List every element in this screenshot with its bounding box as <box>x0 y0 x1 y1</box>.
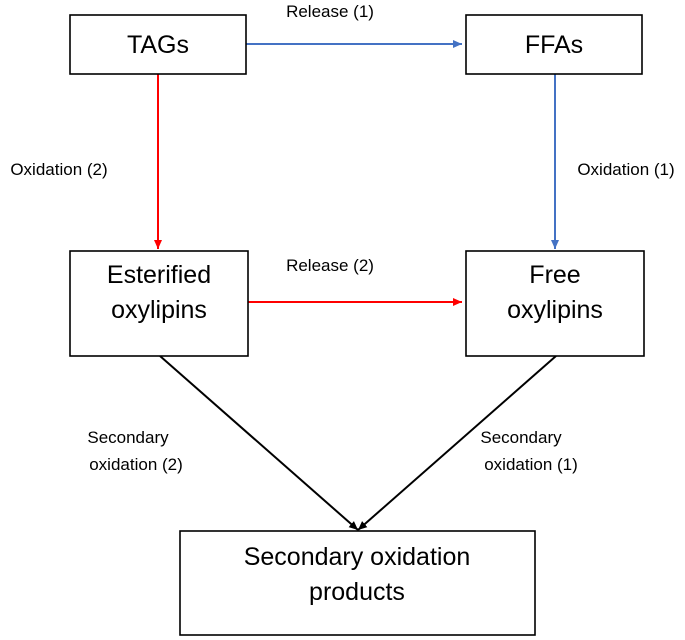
node-products-label-line2: products <box>309 578 405 606</box>
node-tags: TAGs <box>69 14 247 75</box>
node-free-label-line2: oxylipins <box>507 296 603 324</box>
node-ffas: FFAs <box>465 14 643 75</box>
secondary-oxidation-2-arrow <box>159 355 359 531</box>
secondary-oxidation-2-label-line2: oxidation (2) <box>89 455 183 474</box>
node-ffas-label: FFAs <box>525 31 583 59</box>
node-free-oxylipins: Free oxylipins <box>465 250 645 357</box>
node-esterified-label-line2: oxylipins <box>111 296 207 324</box>
node-esterified-label-line1: Esterified <box>107 261 211 289</box>
secondary-oxidation-1-label-line1: Secondary <box>480 428 562 447</box>
release-2-label: Release (2) <box>286 256 374 275</box>
release-1-label: Release (1) <box>286 2 374 21</box>
node-products-label-line1: Secondary oxidation <box>244 543 471 571</box>
oxidation-2-label: Oxidation (2) <box>10 160 107 179</box>
node-tags-label: TAGs <box>127 31 189 59</box>
secondary-oxidation-1-arrow <box>357 355 557 531</box>
node-free-label-line1: Free <box>529 261 580 289</box>
secondary-oxidation-1-label-line2: oxidation (1) <box>484 455 578 474</box>
secondary-oxidation-2-label-line1: Secondary <box>87 428 169 447</box>
oxidation-1-label: Oxidation (1) <box>577 160 674 179</box>
node-secondary-oxidation-products: Secondary oxidation products <box>179 530 536 636</box>
node-esterified-oxylipins: Esterified oxylipins <box>69 250 249 357</box>
